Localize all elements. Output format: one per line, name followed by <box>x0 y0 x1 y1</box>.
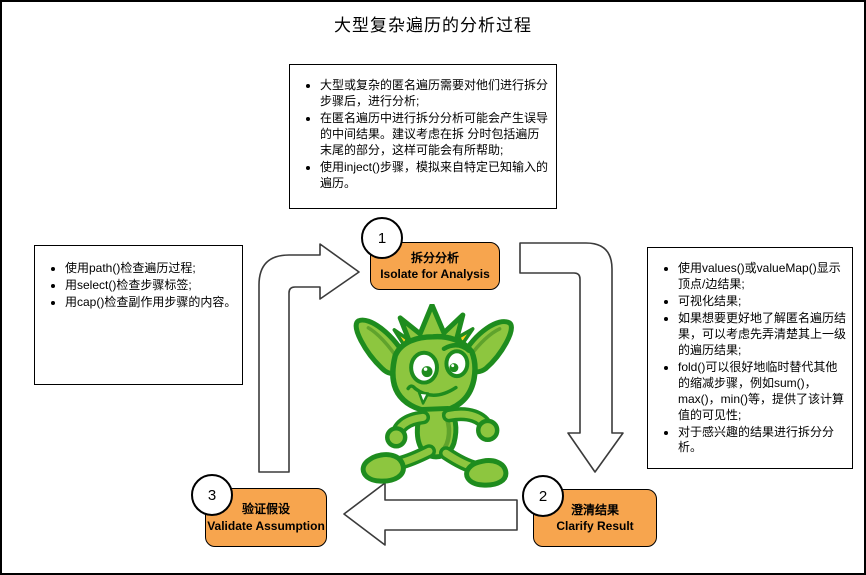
bullet-item: 用cap()检查副作用步骤的内容。 <box>65 295 237 311</box>
arrow-step2-to-step3 <box>343 482 518 546</box>
step-number-circle-3: 3 <box>191 474 233 516</box>
bullet-item: 使用values()或valueMap()显示顶点/边结果; <box>678 261 847 293</box>
step-label-zh: 验证假设 <box>241 502 290 517</box>
step-number-circle-1: 1 <box>361 217 403 259</box>
bullet-item: 在匿名遍历中进行拆分分析可能会产生误导的中间结果。建议考虑在拆 分时包括遍历末尾… <box>320 111 551 159</box>
note-top-list: 大型或复杂的匿名遍历需要对他们进行拆分步骤后，进行分析;在匿名遍历中进行拆分分析… <box>290 78 556 192</box>
step-label-zh: 拆分分析 <box>410 250 459 265</box>
note-box-top: 大型或复杂的匿名遍历需要对他们进行拆分步骤后，进行分析;在匿名遍历中进行拆分分析… <box>289 64 557 209</box>
page-title: 大型复杂遍历的分析过程 <box>334 16 532 35</box>
bullet-item: 使用path()检查遍历过程; <box>65 261 237 277</box>
arrow-step1-to-step2 <box>519 242 624 473</box>
bullet-item: 如果想要更好地了解匿名遍历结果，可以考虑先弄清楚其上一级的遍历结果; <box>678 311 847 359</box>
step-box-clarify-result: 澄清结果 Clarify Result <box>533 489 657 547</box>
bullet-item: 用select()检查步骤标签; <box>65 278 237 294</box>
bullet-item: fold()可以很好地临时替代其他的缩减步骤，例如sum()，max()，min… <box>678 360 847 424</box>
note-box-left: 使用path()检查遍历过程;用select()检查步骤标签;用cap()检查副… <box>34 245 243 385</box>
gremlin-mascot-icon <box>353 304 514 488</box>
step-number: 1 <box>377 229 387 247</box>
bullet-item: 可视化结果; <box>678 294 847 310</box>
step-label-zh: 澄清结果 <box>570 502 619 517</box>
step-label-en: Isolate for Analysis <box>380 267 490 281</box>
step-number-circle-2: 2 <box>522 475 564 517</box>
bullet-item: 对于感兴趣的结果进行拆分分析。 <box>678 425 847 457</box>
step-number: 2 <box>538 487 548 505</box>
step-number: 3 <box>207 486 217 504</box>
note-right-list: 使用values()或valueMap()显示顶点/边结果;可视化结果;如果想要… <box>648 261 852 456</box>
note-left-list: 使用path()检查遍历过程;用select()检查步骤标签;用cap()检查副… <box>35 261 242 311</box>
bullet-item: 大型或复杂的匿名遍历需要对他们进行拆分步骤后，进行分析; <box>320 78 551 110</box>
bullet-item: 使用inject()步骤，模拟来自特定已知输入的遍历。 <box>320 160 551 192</box>
note-box-right: 使用values()或valueMap()显示顶点/边结果;可视化结果;如果想要… <box>647 247 853 469</box>
arrow-step3-to-step1 <box>258 243 360 473</box>
step-label-en: Validate Assumption <box>207 518 325 533</box>
step-label-en: Clarify Result <box>556 519 634 533</box>
